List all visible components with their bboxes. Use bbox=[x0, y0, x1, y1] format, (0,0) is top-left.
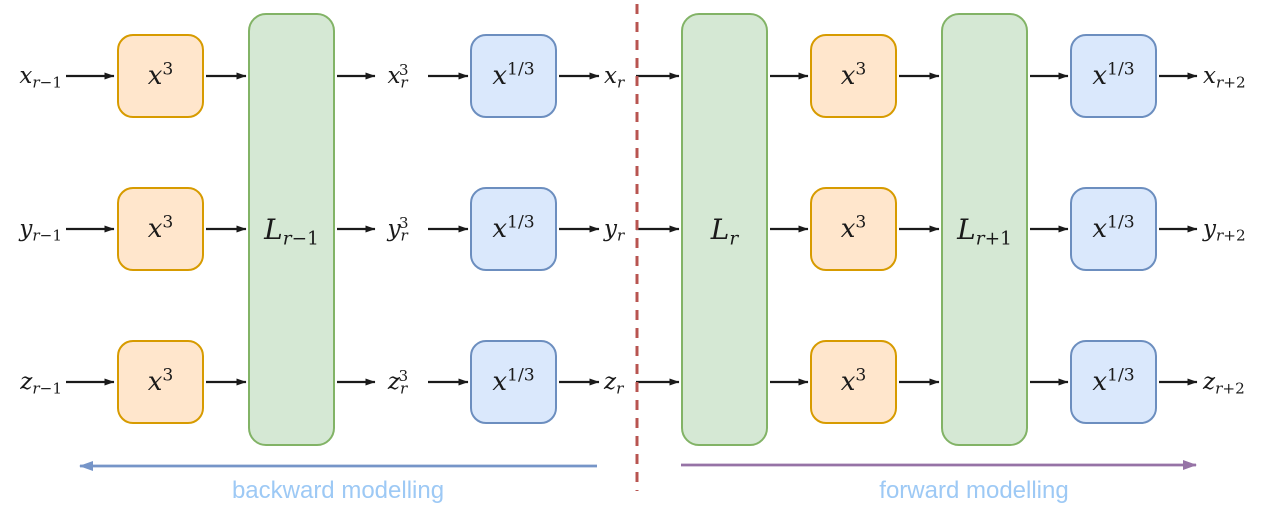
cube-root-box: x1/3 bbox=[1070, 34, 1157, 118]
l-prev-operator-box: Lr−1 bbox=[248, 13, 335, 446]
mid-output-label-z: zr bbox=[604, 369, 624, 398]
l-cur-operator-label: Lr bbox=[710, 213, 739, 250]
output-label-y: yr+2 bbox=[1203, 216, 1246, 245]
cube-box-label: x3 bbox=[840, 59, 867, 91]
cube-root-box-label: x1/3 bbox=[492, 59, 535, 91]
input-label-z: zr−1 bbox=[20, 369, 62, 398]
cube-root-box-label: x1/3 bbox=[492, 365, 535, 397]
cube-root-box: x1/3 bbox=[470, 187, 557, 271]
cube-root-box: x1/3 bbox=[1070, 187, 1157, 271]
mid-output-label-y: yr bbox=[604, 216, 625, 245]
cube-box: x3 bbox=[810, 187, 897, 271]
cube-root-box-label: x1/3 bbox=[492, 212, 535, 244]
forward-modelling-label: forward modelling bbox=[879, 477, 1069, 504]
cube-box: x3 bbox=[810, 340, 897, 424]
cube-box-label: x3 bbox=[840, 365, 867, 397]
cube-box: x3 bbox=[117, 187, 204, 271]
cube-root-box-label: x1/3 bbox=[1092, 59, 1135, 91]
cube-box: x3 bbox=[117, 340, 204, 424]
l-prev-operator-label: Lr−1 bbox=[264, 213, 319, 250]
cube-root-box-label: x1/3 bbox=[1092, 365, 1135, 397]
cube-box: x3 bbox=[117, 34, 204, 118]
output-label-x: xr+2 bbox=[1203, 63, 1246, 92]
l-cur-operator-box: Lr bbox=[681, 13, 768, 446]
cube-box-label: x3 bbox=[147, 59, 174, 91]
cube-root-box: x1/3 bbox=[470, 34, 557, 118]
cube-box-label: x3 bbox=[147, 365, 174, 397]
input-label-x: xr−1 bbox=[19, 63, 62, 92]
l-next-operator-box: Lr+1 bbox=[941, 13, 1028, 446]
intermediate-label-y: yr3 bbox=[387, 213, 409, 245]
cube-box-label: x3 bbox=[840, 212, 867, 244]
cube-root-box: x1/3 bbox=[1070, 340, 1157, 424]
mid-output-label-x: xr bbox=[604, 63, 625, 92]
cube-root-box-label: x1/3 bbox=[1092, 212, 1135, 244]
intermediate-label-x: xr3 bbox=[387, 60, 409, 92]
cube-box-label: x3 bbox=[147, 212, 174, 244]
cube-root-box: x1/3 bbox=[470, 340, 557, 424]
intermediate-label-z: zr3 bbox=[387, 366, 409, 398]
backward-modelling-label: backward modelling bbox=[231, 477, 445, 504]
cube-box: x3 bbox=[810, 34, 897, 118]
l-next-operator-label: Lr+1 bbox=[957, 213, 1012, 250]
input-label-y: yr−1 bbox=[19, 216, 62, 245]
output-label-z: zr+2 bbox=[1203, 369, 1245, 398]
